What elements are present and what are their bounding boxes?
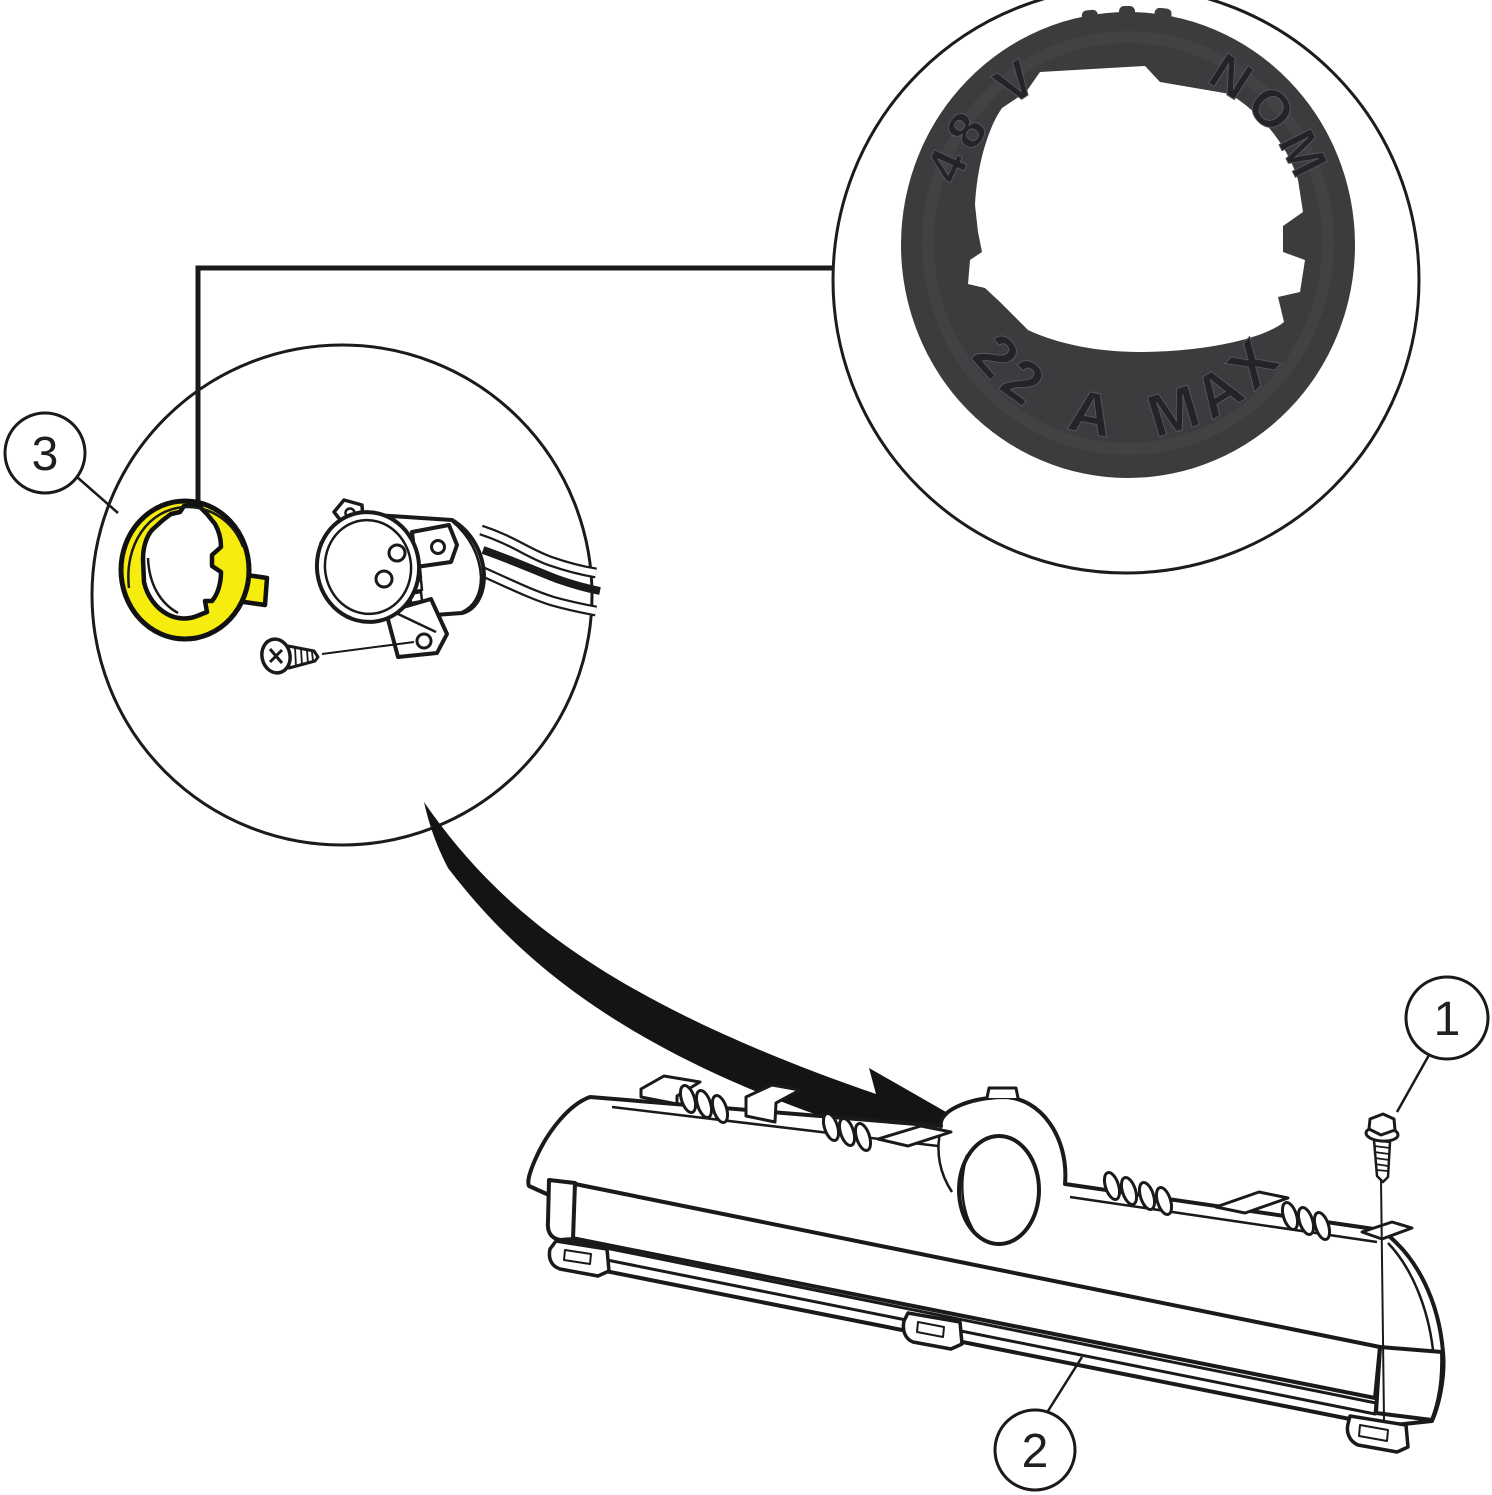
switch-front-rim xyxy=(323,518,413,616)
boss-top-step xyxy=(985,1086,1020,1100)
clip-tab-d xyxy=(1214,1190,1290,1215)
switch-face-hole-upper xyxy=(387,543,407,563)
terminal-bracket-hole xyxy=(430,539,446,555)
clip-tab-a xyxy=(639,1074,702,1106)
screw-phillips-icon xyxy=(268,648,284,664)
callout-2-label: 2 xyxy=(1022,1425,1049,1478)
screw xyxy=(260,637,415,675)
rib-leaves-2 xyxy=(821,1112,873,1152)
console-bracket xyxy=(526,1074,1446,1454)
mounting-feet xyxy=(547,1239,1410,1454)
callout-3-circle xyxy=(3,411,87,495)
bolt-hex-head xyxy=(1367,1112,1397,1137)
wire-harness xyxy=(478,524,601,617)
clip-tab-c xyxy=(876,1124,953,1148)
switch-face-hole-lower xyxy=(374,569,394,589)
right-end-cap xyxy=(1374,1345,1445,1422)
callout-1-leader xyxy=(1395,1054,1431,1113)
bolt-projection-line xyxy=(1380,1178,1385,1421)
photo-inset: 48 V NOM 22 A MAX xyxy=(831,0,1421,575)
foot-left-slot xyxy=(563,1249,592,1265)
boss-hole-depth xyxy=(961,1154,979,1238)
ring-keyed-hole xyxy=(968,66,1305,352)
foot-right-slot xyxy=(1358,1424,1389,1442)
rib-leaves-3 xyxy=(1102,1171,1174,1216)
retaining-ring-highlight xyxy=(118,498,270,642)
ring-sheen xyxy=(922,31,1334,455)
callout-3-leader xyxy=(76,476,119,514)
callout-3-label: 3 xyxy=(32,428,59,481)
mounting-bolt xyxy=(1364,1112,1400,1421)
mounting-ear-crease xyxy=(395,611,437,634)
ring-inner-shadow xyxy=(146,557,179,615)
callout-2-leader xyxy=(1046,1356,1084,1412)
front-rail-left-cap xyxy=(545,1178,577,1242)
rib-leaves-1 xyxy=(678,1084,730,1124)
mounting-ear-hole xyxy=(415,632,433,650)
screw-threads xyxy=(294,646,314,668)
clip-tab-b xyxy=(744,1083,802,1124)
deck-clips xyxy=(639,1074,1414,1241)
screw-leader-line xyxy=(321,641,415,655)
right-cap-crease xyxy=(1387,1242,1435,1351)
callout-2: 2 xyxy=(993,1356,1084,1492)
zoom-arrow xyxy=(424,802,953,1166)
ring-band-crease xyxy=(127,505,245,589)
detail-inset xyxy=(90,343,601,847)
key-switch xyxy=(314,498,601,659)
black-wire xyxy=(481,546,601,595)
callout-3: 3 xyxy=(3,411,119,514)
callout-1-circle xyxy=(1404,975,1490,1061)
ring-keyway-hole xyxy=(140,502,224,621)
rib-leaves-4 xyxy=(1280,1201,1332,1241)
switch-body-crease xyxy=(451,520,483,614)
callout-1: 1 xyxy=(1395,975,1490,1113)
callout-2-circle xyxy=(993,1408,1077,1492)
callout-1-label: 1 xyxy=(1434,993,1461,1046)
foot-middle-slot xyxy=(916,1321,945,1338)
boss-hole xyxy=(957,1134,1041,1246)
bolt-threads xyxy=(1373,1145,1391,1172)
